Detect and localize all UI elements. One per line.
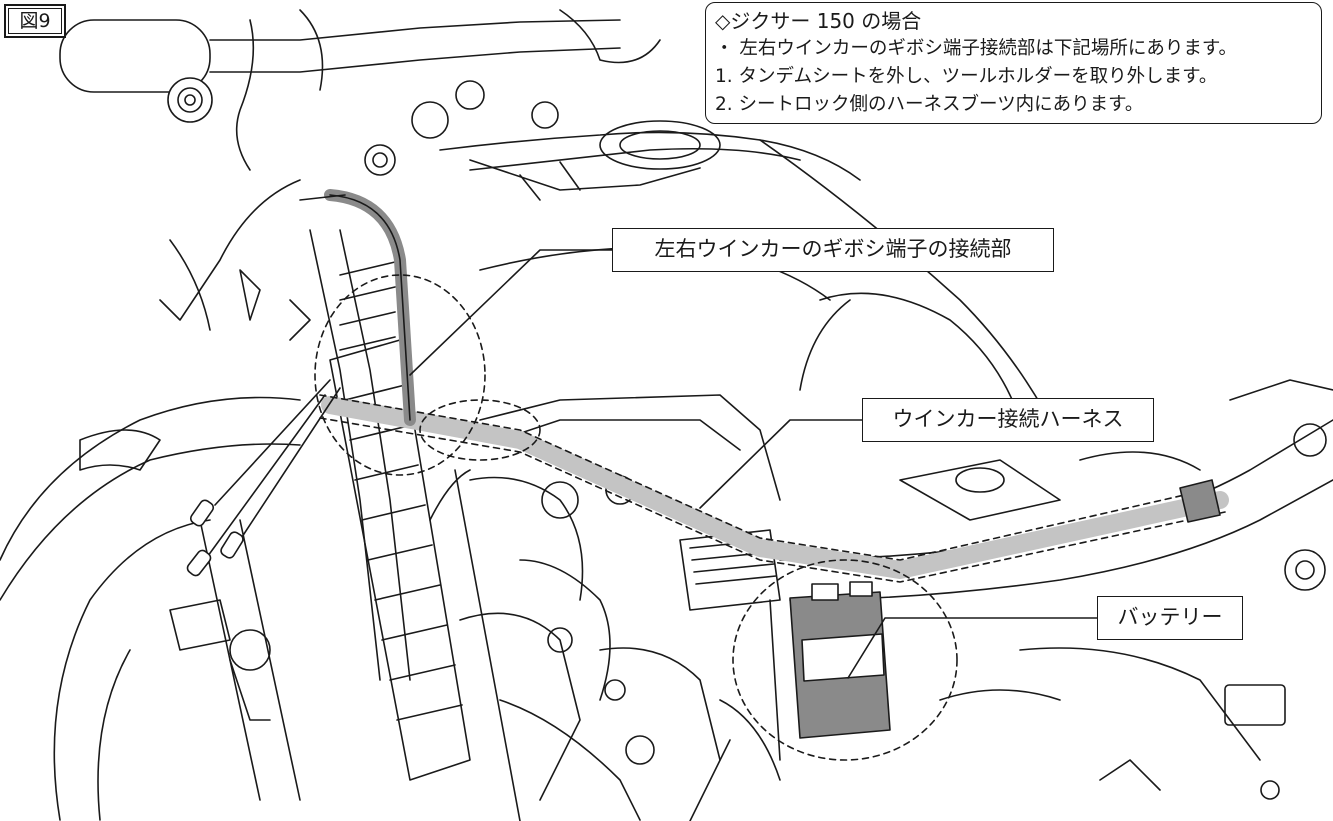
- callout-harness: ウインカー接続ハーネス: [862, 398, 1154, 442]
- battery: [769, 581, 891, 761]
- fuel-tank: [439, 120, 1061, 441]
- engine-frame: [429, 394, 781, 821]
- connector-detail-circle: [314, 274, 486, 476]
- handlebar: [59, 9, 661, 176]
- figure-label-text: 図9: [19, 10, 51, 32]
- instruction-note: ◇ジクサー 150 の場合 ・ 左右ウインカーのギボシ端子接続部は下記場所にあり…: [705, 2, 1322, 124]
- leader-lines: [409, 249, 1098, 821]
- wire-bundle: [299, 189, 416, 426]
- note-line: ・ 左右ウインカーのギボシ端子接続部は下記場所にあります。: [715, 38, 1238, 59]
- note-line: 2. シートロック側のハーネスブーツ内にあります。: [715, 94, 1144, 115]
- note-line: 1. タンデムシートを外し、ツールホルダーを取り外します。: [715, 66, 1218, 87]
- vent-slats: [339, 261, 396, 351]
- radiator: [329, 339, 471, 781]
- callout-battery: バッテリー: [1097, 596, 1243, 640]
- bullet-connectors: [186, 379, 341, 577]
- harness-route: [319, 394, 1229, 583]
- callout-connector: 左右ウインカーのギボシ端子の接続部: [612, 228, 1054, 272]
- front-fork: [159, 179, 411, 801]
- figure-label: 図9: [4, 4, 66, 38]
- battery-detail-circle: [732, 559, 958, 761]
- front-wheel: [0, 396, 301, 821]
- note-heading: ◇ジクサー 150 の場合: [715, 9, 922, 33]
- detail-circles: [314, 274, 958, 761]
